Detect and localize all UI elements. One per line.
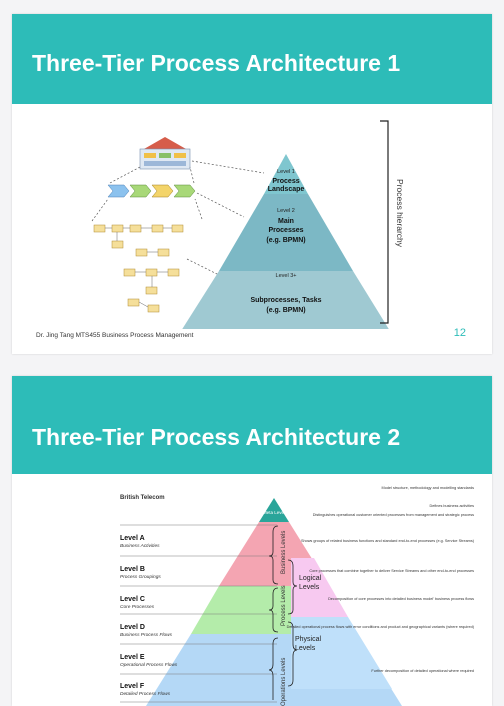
note-level-d: Decomposition of core processes into det… (328, 597, 474, 601)
slide-1-page-number: 12 (453, 327, 466, 339)
level-a-name: Level A (120, 535, 145, 542)
level-2-label: Level 2 (277, 208, 295, 214)
level-c-desc: Core Processes (120, 604, 155, 610)
process-hierarchy-label: Process hierarchy (395, 179, 405, 248)
level-d-name: Level D (120, 624, 145, 631)
level-b-name: Level B (120, 566, 145, 573)
slide-2-title: Three-Tier Process Architecture 2 (32, 424, 401, 450)
pyramid-level-3 (182, 271, 389, 329)
subprocess-flow-thumbnail-icon (93, 224, 184, 313)
company-label: British Telecom (120, 495, 165, 501)
subprocess-flow-connectors (105, 227, 172, 308)
level-d-desc: Business Process Flows (120, 632, 173, 638)
level-1-name: Process (272, 178, 299, 185)
physical-label: Physical (295, 636, 322, 643)
note-level-a: Defines business activities (429, 504, 474, 508)
logical-levels-region (291, 558, 348, 617)
level-e-name: Level E (120, 654, 145, 661)
level-a-desc: Business Activities (120, 543, 160, 549)
main-processes-thumbnail-icon (107, 184, 196, 198)
process-hierarchy-diagram: Level 1 Level 2 Level 3+ Process Landsca… (91, 120, 405, 329)
slide-2-title-banner: Three-Tier Process Architecture 2 (12, 376, 492, 474)
meta-level-band (259, 498, 289, 522)
level-b-desc: Process Groupings (120, 574, 161, 580)
slide-1-footer: Dr. Jing Tang MTS455 Business Process Ma… (36, 332, 194, 339)
note-level-a-detail: Distinguishes operational customer orien… (313, 513, 474, 517)
physical-levels-label: Levels (295, 645, 316, 652)
business-levels-label: Business Levels (281, 531, 287, 574)
level-c-name: Level C (120, 596, 145, 603)
level-f-desc: Detailed Process Flows (120, 691, 171, 697)
process-landscape-thumbnail-icon (139, 137, 191, 170)
bt-process-architecture-diagram: British Telecom Meta Level Level A Level… (120, 486, 475, 706)
hierarchy-bracket (380, 120, 389, 324)
tier-braces (287, 559, 298, 687)
level-2-name-line2: Processes (268, 227, 303, 234)
physical-levels-region (291, 617, 392, 689)
logical-levels-label: Levels (299, 584, 320, 591)
level-1-name-line2: Landscape (268, 186, 305, 193)
meta-level-label: Meta Level (263, 510, 285, 515)
level-f-name: Level F (120, 683, 145, 690)
level-braces (268, 525, 279, 700)
level-1-label: Level 1 (277, 169, 295, 175)
note-level-c: Core processes that combine together to … (309, 569, 474, 573)
level-2-name: Main (278, 218, 294, 225)
slide-2[interactable]: Three-Tier Process Architecture 2 Britis… (12, 376, 492, 706)
logical-label: Logical (299, 575, 322, 582)
slide-1-title-banner: Three-Tier Process Architecture 1 (12, 14, 492, 104)
level-2-note: (e.g. BPMN) (266, 237, 305, 244)
level-3-note: (e.g. BPMN) (266, 307, 305, 314)
slide-1[interactable]: Three-Tier Process Architecture 1 (12, 14, 492, 354)
process-levels-label: Process Levels (281, 585, 287, 626)
process-pyramid (182, 154, 389, 329)
level-3-label: Level 3+ (276, 273, 297, 279)
level-3-name: Subprocesses, Tasks (250, 297, 321, 304)
level-e-desc: Operational Process Flows (120, 662, 178, 668)
note-level-e: Detailed operational process flows with … (287, 625, 475, 629)
pyramid-level-2 (219, 194, 353, 271)
note-level-b: Shows groups of related business functio… (301, 539, 475, 543)
operations-levels-label: Operations Levels (281, 658, 287, 706)
note-meta: Model structure, methodology and modelli… (382, 486, 475, 490)
slide-1-title: Three-Tier Process Architecture 1 (32, 50, 401, 76)
pyramid-level-1 (264, 154, 308, 194)
note-level-f: Further decomposition of detailed operat… (371, 669, 474, 673)
